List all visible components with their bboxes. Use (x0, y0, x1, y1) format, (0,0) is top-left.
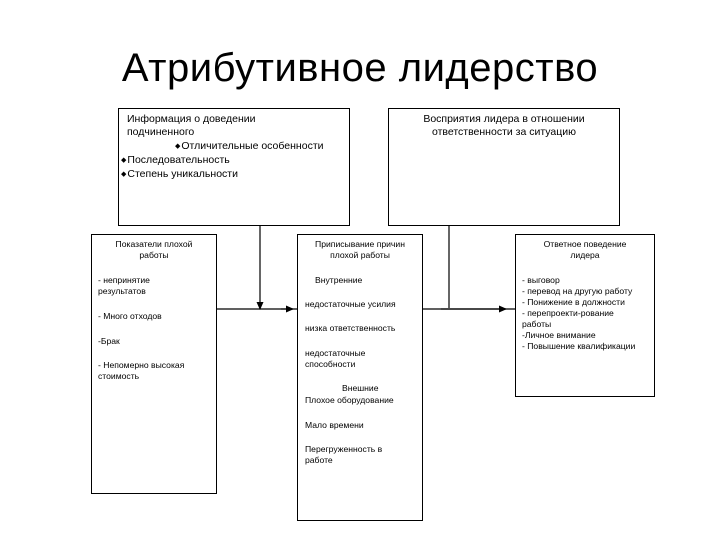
bullet-icon: ◆ (121, 171, 127, 178)
indicator-3: -Брак (98, 336, 120, 346)
info-box: Информация о доведении подчиненного ◆Отл… (118, 108, 350, 226)
info-bullet-1-text: Отличительные особенности (181, 140, 324, 152)
indicator-4-line1: - Непомерно высокая (98, 360, 185, 370)
response-item-2: - перевод на другую работу (522, 286, 633, 296)
internal-item-1: недостаточные усилия (305, 299, 396, 309)
internal-item-2: низка ответственность (305, 323, 396, 333)
info-bullet-1: ◆Отличительные особенности (175, 140, 324, 154)
indicators-box: Показатели плохой работы - непринятие ре… (91, 234, 217, 494)
response-heading-2: лидера (570, 250, 600, 260)
response-item-4: - перепроекти-рование (522, 308, 614, 318)
indicator-1-line1: - непринятие (98, 275, 150, 285)
bullet-icon: ◆ (121, 157, 127, 164)
info-bullet-3-text: Степень уникальности (127, 168, 238, 180)
external-label: Внешние (342, 383, 379, 393)
perception-box: Восприятия лидера в отношении ответствен… (388, 108, 620, 226)
info-bullet-2-text: Последовательность (127, 154, 230, 166)
attribution-box: Приписывание причин плохой работы Внутре… (297, 234, 423, 521)
indicator-1-line2: результатов (98, 286, 146, 296)
internal-item-3-line1: недостаточные (305, 348, 366, 358)
response-item-6: -Личное внимание (522, 330, 596, 340)
external-item-3-line2: работе (305, 455, 333, 465)
indicators-heading-1: Показатели плохой (115, 239, 193, 249)
info-bullet-3: ◆Степень уникальности (121, 168, 238, 182)
internal-item-3-line2: способности (305, 359, 356, 369)
attribution-heading-2: плохой работы (330, 250, 390, 260)
internal-label: Внутренние (315, 275, 363, 285)
response-box: Ответное поведение лидера - выговор - пе… (515, 234, 655, 397)
info-bullet-2: ◆Последовательность (121, 154, 230, 168)
response-item-3: - Понижение в должности (522, 297, 625, 307)
bullet-icon: ◆ (175, 143, 181, 150)
external-item-3-line1: Перегруженность в (305, 444, 383, 454)
info-line2: подчиненного (127, 126, 195, 138)
page-title: Атрибутивное лидерство (121, 46, 599, 90)
external-item-2: Мало времени (305, 420, 364, 430)
indicator-2: - Много отходов (98, 311, 162, 321)
perception-line1: Восприятия лидера в отношении (423, 113, 585, 125)
response-item-7: - Повышение квалификации (522, 341, 636, 351)
attribution-heading-1: Приписывание причин (315, 239, 405, 249)
perception-line2: ответственности за ситуацию (431, 126, 577, 138)
response-item-1: - выговор (522, 275, 560, 285)
indicator-4-line2: стоимость (98, 371, 140, 381)
indicators-heading-2: работы (139, 250, 169, 260)
response-item-5: работы (522, 319, 552, 329)
external-item-1: Плохое оборудование (305, 395, 394, 405)
info-line1: Информация о доведении (127, 113, 256, 125)
response-heading-1: Ответное поведение (543, 239, 627, 249)
